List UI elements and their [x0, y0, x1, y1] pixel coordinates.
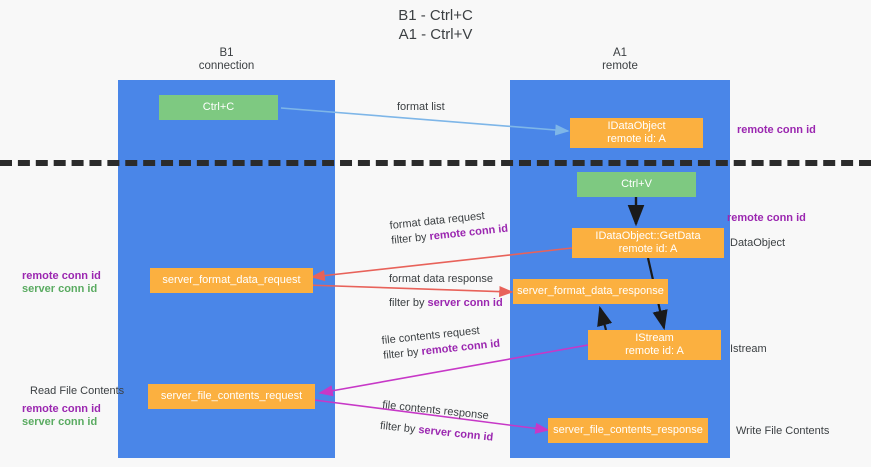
filter-prefix-3: filter by	[382, 345, 423, 362]
box-idataobject-top[interactable]: IDataObject remote id: A	[570, 118, 703, 148]
annotation-right-remote-conn-id-top: remote conn id	[737, 124, 816, 136]
filter-prefix-4: filter by	[379, 419, 420, 436]
diagram-title: B1 - Ctrl+C A1 - Ctrl+V	[0, 6, 871, 44]
box-ctrl-v[interactable]: Ctrl+V	[577, 172, 696, 197]
lane-title-b1-sub: connection	[198, 60, 255, 72]
lane-title-a1: A1 remote	[510, 47, 730, 73]
lane-title-b1-name: B1	[219, 47, 234, 59]
arrow-file-contents-request	[318, 344, 589, 397]
box-ctrl-v-label: Ctrl+V	[621, 178, 652, 190]
annotation-right-remote-conn-id-mid: remote conn id	[727, 212, 806, 224]
filter-value-2: server conn id	[427, 297, 503, 309]
box-server-file-contents-response[interactable]: server_file_contents_response	[548, 418, 708, 443]
box-server-file-contents-request-label: server_file_contents_request	[160, 390, 303, 402]
arrow-format-data-request	[310, 247, 573, 282]
box-istream-line2: remote id: A	[625, 345, 684, 357]
arrow-istream-to-format-response	[597, 305, 613, 331]
arrow-format-data-response	[305, 284, 514, 298]
box-server-format-data-response-label: server_format_data_response	[517, 285, 664, 297]
filter-prefix-1: filter by	[390, 230, 431, 247]
box-istream-line1: IStream	[635, 332, 674, 344]
box-server-format-data-request-label: server_format_data_request	[162, 274, 301, 286]
lane-title-a1-name: A1	[612, 47, 628, 59]
box-idataobject-getdata-line2: remote id: A	[618, 243, 678, 255]
diagram-title-line1: B1 - Ctrl+C	[398, 7, 473, 24]
annotation-right-dataobject: DataObject	[730, 237, 786, 249]
annotation-left-bottom-remote-conn-id: remote conn id	[22, 403, 101, 415]
phase-divider	[0, 160, 871, 166]
arrow-file-contents-response	[313, 399, 550, 434]
box-server-file-contents-request[interactable]: server_file_contents_request	[148, 384, 315, 409]
annotation-left-server-conn-id: server conn id	[22, 283, 98, 295]
label-format-list-text: format list	[397, 101, 445, 113]
box-server-file-contents-response-label: server_file_contents_response	[553, 424, 703, 436]
annotation-right-write-file-contents: Write File Contents	[736, 425, 830, 437]
lane-title-b1: B1 connection	[118, 47, 335, 73]
annotation-right-istream: Istream	[730, 343, 767, 355]
annotation-left-read-file-contents: Read File Contents	[30, 385, 125, 397]
box-istream[interactable]: IStream remote id: A	[588, 330, 721, 360]
box-idataobject-getdata[interactable]: IDataObject::GetData remote id: A	[572, 228, 724, 258]
box-idataobject-getdata-line1: IDataObject::GetData	[595, 230, 701, 242]
label-format-list: format list	[397, 100, 445, 115]
annotation-left-bottom-server-conn-id: server conn id	[22, 416, 98, 428]
lane-title-a1-sub: remote	[602, 60, 638, 72]
box-idataobject-top-line2: remote id: A	[607, 133, 666, 145]
box-ctrl-c-label: Ctrl+C	[202, 101, 235, 113]
arrow-format-list	[280, 107, 570, 136]
box-ctrl-c[interactable]: Ctrl+C	[159, 95, 278, 120]
label-format-data-response-filter: filter by server conn id	[389, 296, 503, 311]
label-format-data-response: format data response filter by server co…	[389, 272, 503, 311]
diagram-title-line2: A1 - Ctrl+V	[398, 26, 473, 43]
annotation-left-remote-conn-id: remote conn id	[22, 270, 101, 282]
label-format-data-response-text: format data response	[389, 273, 493, 285]
box-server-format-data-response[interactable]: server_format_data_response	[513, 279, 668, 304]
filter-prefix-2: filter by	[389, 297, 428, 309]
box-idataobject-top-line1: IDataObject	[607, 120, 666, 132]
box-server-format-data-request[interactable]: server_format_data_request	[150, 268, 313, 293]
